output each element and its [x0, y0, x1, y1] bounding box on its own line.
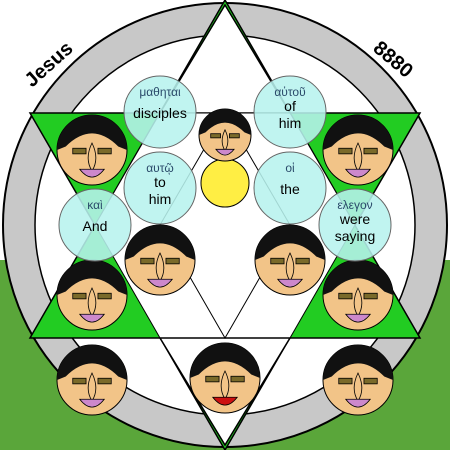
greek-word: αυτῷ	[146, 161, 174, 175]
word-bubbles: μαθηταιdisciplesαὐτοῦofhimαυτῷtohimοἱthe…	[58, 75, 392, 262]
face-left-lower	[56, 259, 128, 331]
face-right-lower	[322, 259, 394, 331]
english-word: to	[154, 174, 166, 190]
greek-word: αὐτοῦ	[274, 85, 305, 99]
english-word: him	[279, 115, 302, 131]
face-left-bottom	[56, 344, 128, 416]
faces-layer	[56, 108, 394, 416]
face-right-bottom	[322, 344, 394, 416]
greek-word: καὶ	[87, 198, 103, 212]
english-word: were	[339, 211, 371, 227]
face-center-bottom	[189, 342, 261, 414]
face-center-top	[198, 108, 252, 162]
center-halo	[200, 158, 250, 208]
english-word: him	[149, 191, 172, 207]
word-bubble: μαθηται disciples	[123, 75, 197, 149]
face-right-top	[322, 114, 394, 186]
face-left-mid	[124, 224, 196, 296]
face-left-top	[56, 114, 128, 186]
greek-word: οἱ	[285, 161, 295, 175]
word-bubble: οἱ the	[253, 151, 327, 225]
english-word: of	[284, 98, 296, 114]
greek-word: μαθηται	[139, 85, 181, 99]
english-word: And	[83, 218, 108, 234]
face-right-mid	[254, 224, 326, 296]
greek-word: ελεγον	[337, 198, 372, 212]
english-word: saying	[335, 228, 375, 244]
english-word: disciples	[133, 105, 187, 121]
english-word: the	[280, 181, 300, 197]
